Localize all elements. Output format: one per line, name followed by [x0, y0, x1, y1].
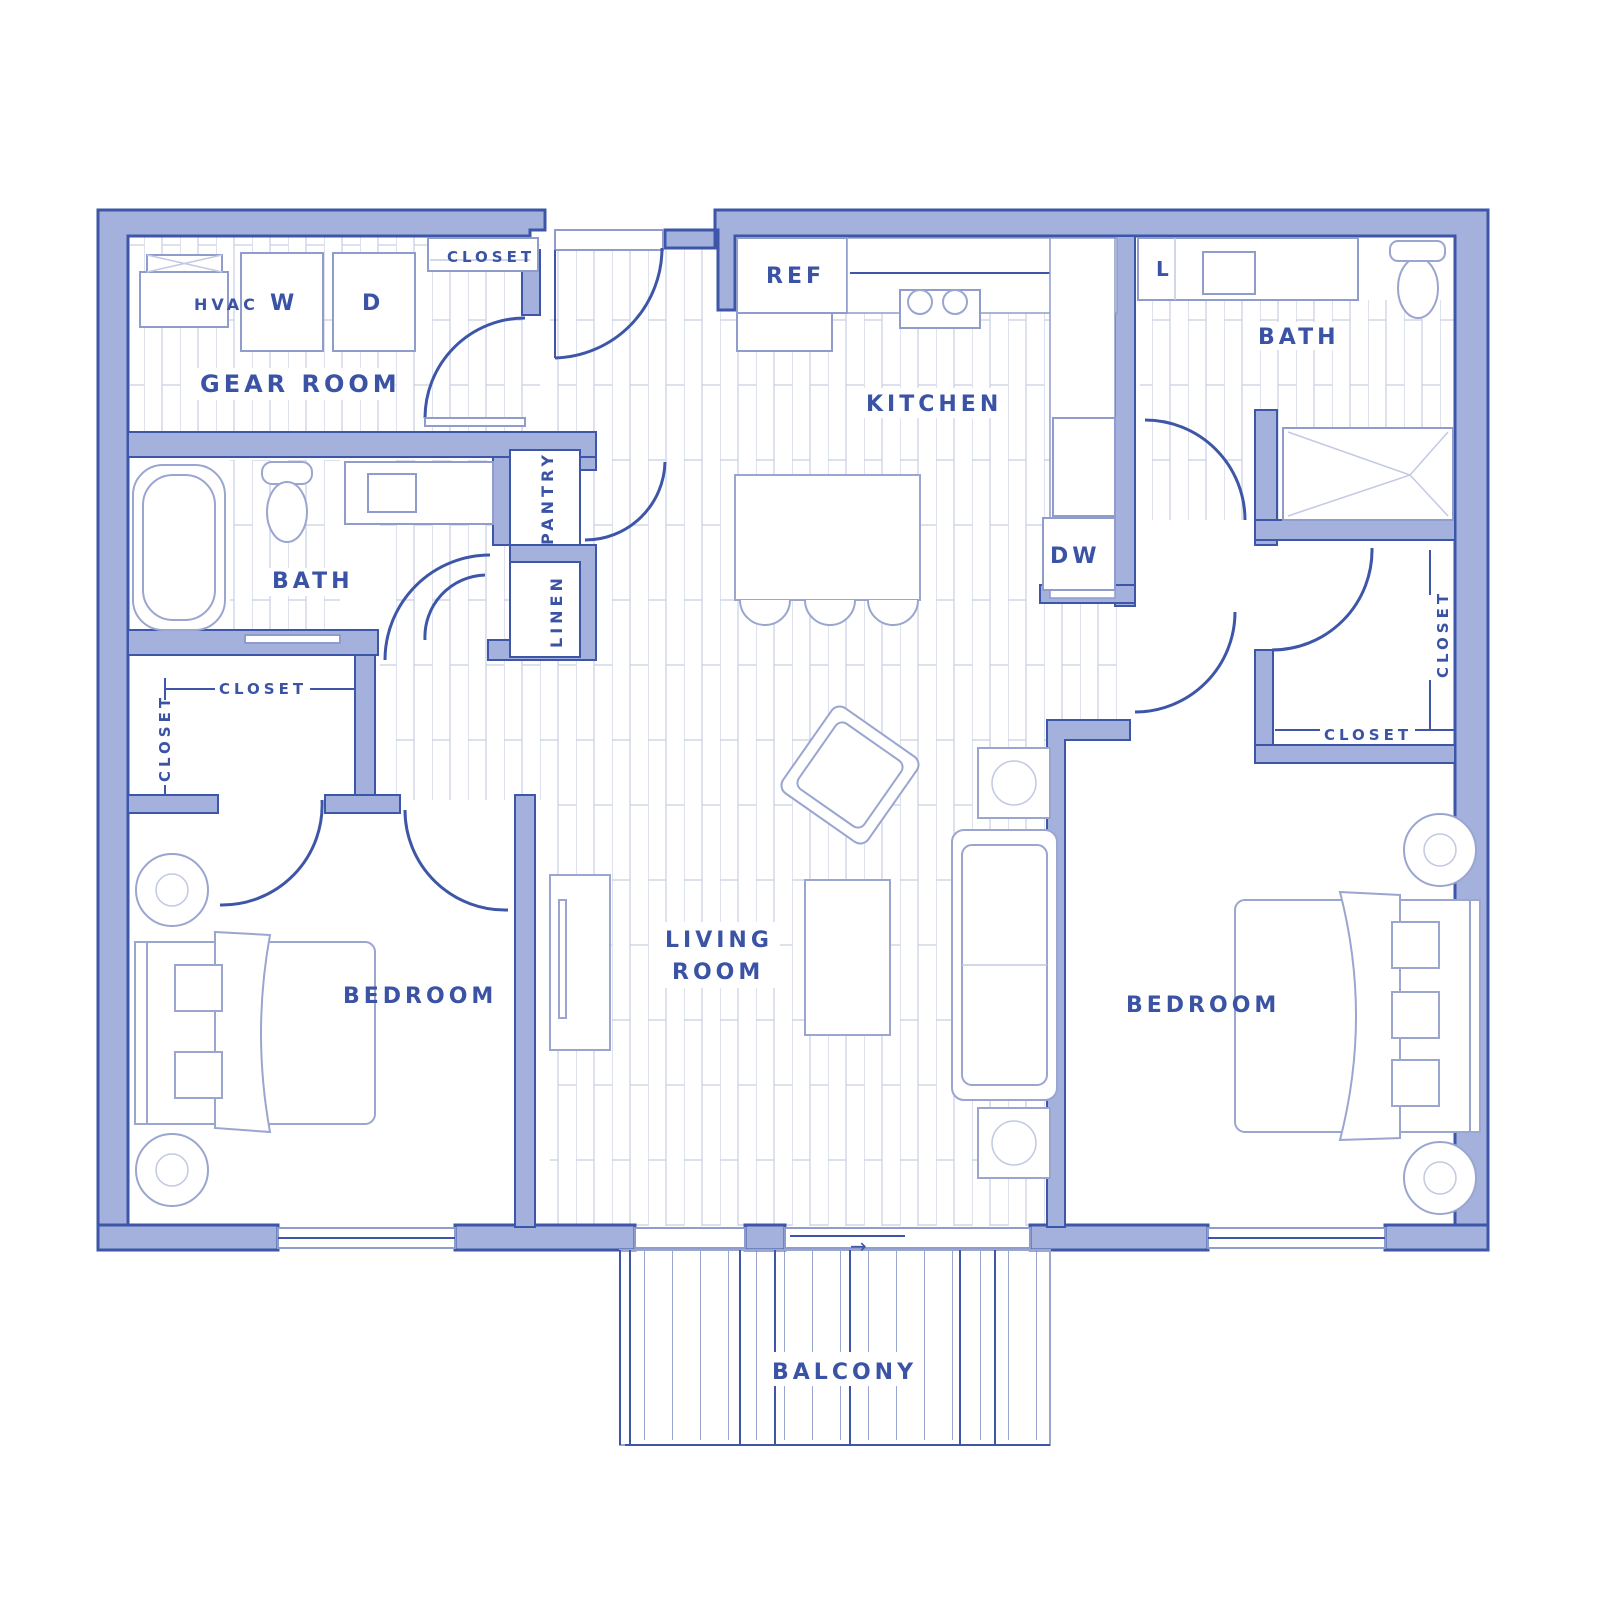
ref-label: REF — [766, 264, 825, 289]
kitchen-fixtures — [734, 237, 1118, 626]
pillow — [174, 964, 223, 1012]
bath-right-label: BATH — [1258, 325, 1340, 350]
right-closet-bottom-label: CLOSET — [1324, 726, 1412, 744]
gear-closet-label: CLOSET — [447, 248, 535, 266]
right-closet-side-label: CLOSET — [1434, 590, 1452, 678]
balcony — [619, 1249, 1051, 1446]
kitchen-island — [734, 474, 921, 601]
hvac-label: HVAC — [194, 295, 259, 314]
coffee-table — [804, 879, 891, 1036]
gear-room-label: GEAR ROOM — [200, 370, 401, 398]
end-table-top — [977, 747, 1051, 819]
pantry-label: PANTRY — [538, 451, 557, 545]
pillow — [1391, 1059, 1440, 1107]
entry-door-swing — [554, 247, 664, 360]
bath-right-door-swing — [1144, 418, 1247, 521]
nightstand-top-left — [135, 853, 209, 927]
washer-label: W — [270, 291, 298, 316]
linen-door-swing — [423, 573, 486, 641]
doors — [219, 247, 1374, 912]
slider-arrow-icon: → — [850, 1234, 867, 1258]
living-room-label-1: LIVING — [665, 928, 773, 953]
dryer — [332, 252, 416, 352]
nightstand-bottom-left — [135, 1133, 209, 1207]
dw-label: DW — [1050, 544, 1101, 569]
kitchen-sink — [1052, 417, 1116, 517]
closet-left-door-swing — [219, 799, 324, 907]
gear-room-fixtures — [139, 237, 539, 352]
end-table-bottom — [977, 1107, 1051, 1179]
bath-left-label: BATH — [272, 569, 354, 594]
living-room-label-2: ROOM — [672, 960, 764, 985]
exterior-walls — [96, 208, 1490, 1252]
left-bath-fixtures — [132, 461, 494, 644]
pillow — [174, 1051, 223, 1099]
bedroom-right-label: BEDROOM — [1126, 993, 1280, 1018]
left-closet-side-label: CLOSET — [156, 694, 174, 782]
closet-right-door-swing — [1271, 547, 1374, 652]
toilet — [1397, 257, 1439, 319]
nightstand-top-right — [1403, 813, 1477, 887]
bedroom-left-door-swing — [403, 809, 509, 912]
nightstand-bottom-right — [1403, 1141, 1477, 1215]
left-bedroom-furniture — [134, 853, 376, 1207]
dryer-label: D — [362, 291, 384, 316]
toilet-left — [266, 481, 308, 543]
room-labels: HVAC W D CLOSET GEAR ROOM REF KITCHEN DW… — [150, 248, 1453, 1386]
left-closet-top-label: CLOSET — [219, 680, 307, 698]
bedroom-right-door-swing — [1134, 611, 1237, 714]
right-bath-fixtures — [1137, 237, 1454, 521]
gear-room-door-swing — [423, 316, 526, 419]
living-room-furniture — [549, 705, 1058, 1179]
pillow — [1391, 991, 1440, 1039]
washer — [240, 252, 324, 352]
linen-label: LINEN — [547, 574, 566, 648]
balcony-label: BALCONY — [772, 1360, 917, 1385]
right-bedroom-furniture — [1234, 813, 1481, 1215]
bath-right-linen-label: L — [1156, 257, 1173, 281]
bedroom-left-label: BEDROOM — [343, 984, 497, 1009]
kitchen-label: KITCHEN — [866, 392, 1002, 417]
pillow — [1391, 921, 1440, 969]
shower — [1282, 427, 1454, 521]
bath-left-door-swing — [383, 553, 491, 661]
pantry-door-swing — [584, 461, 667, 542]
